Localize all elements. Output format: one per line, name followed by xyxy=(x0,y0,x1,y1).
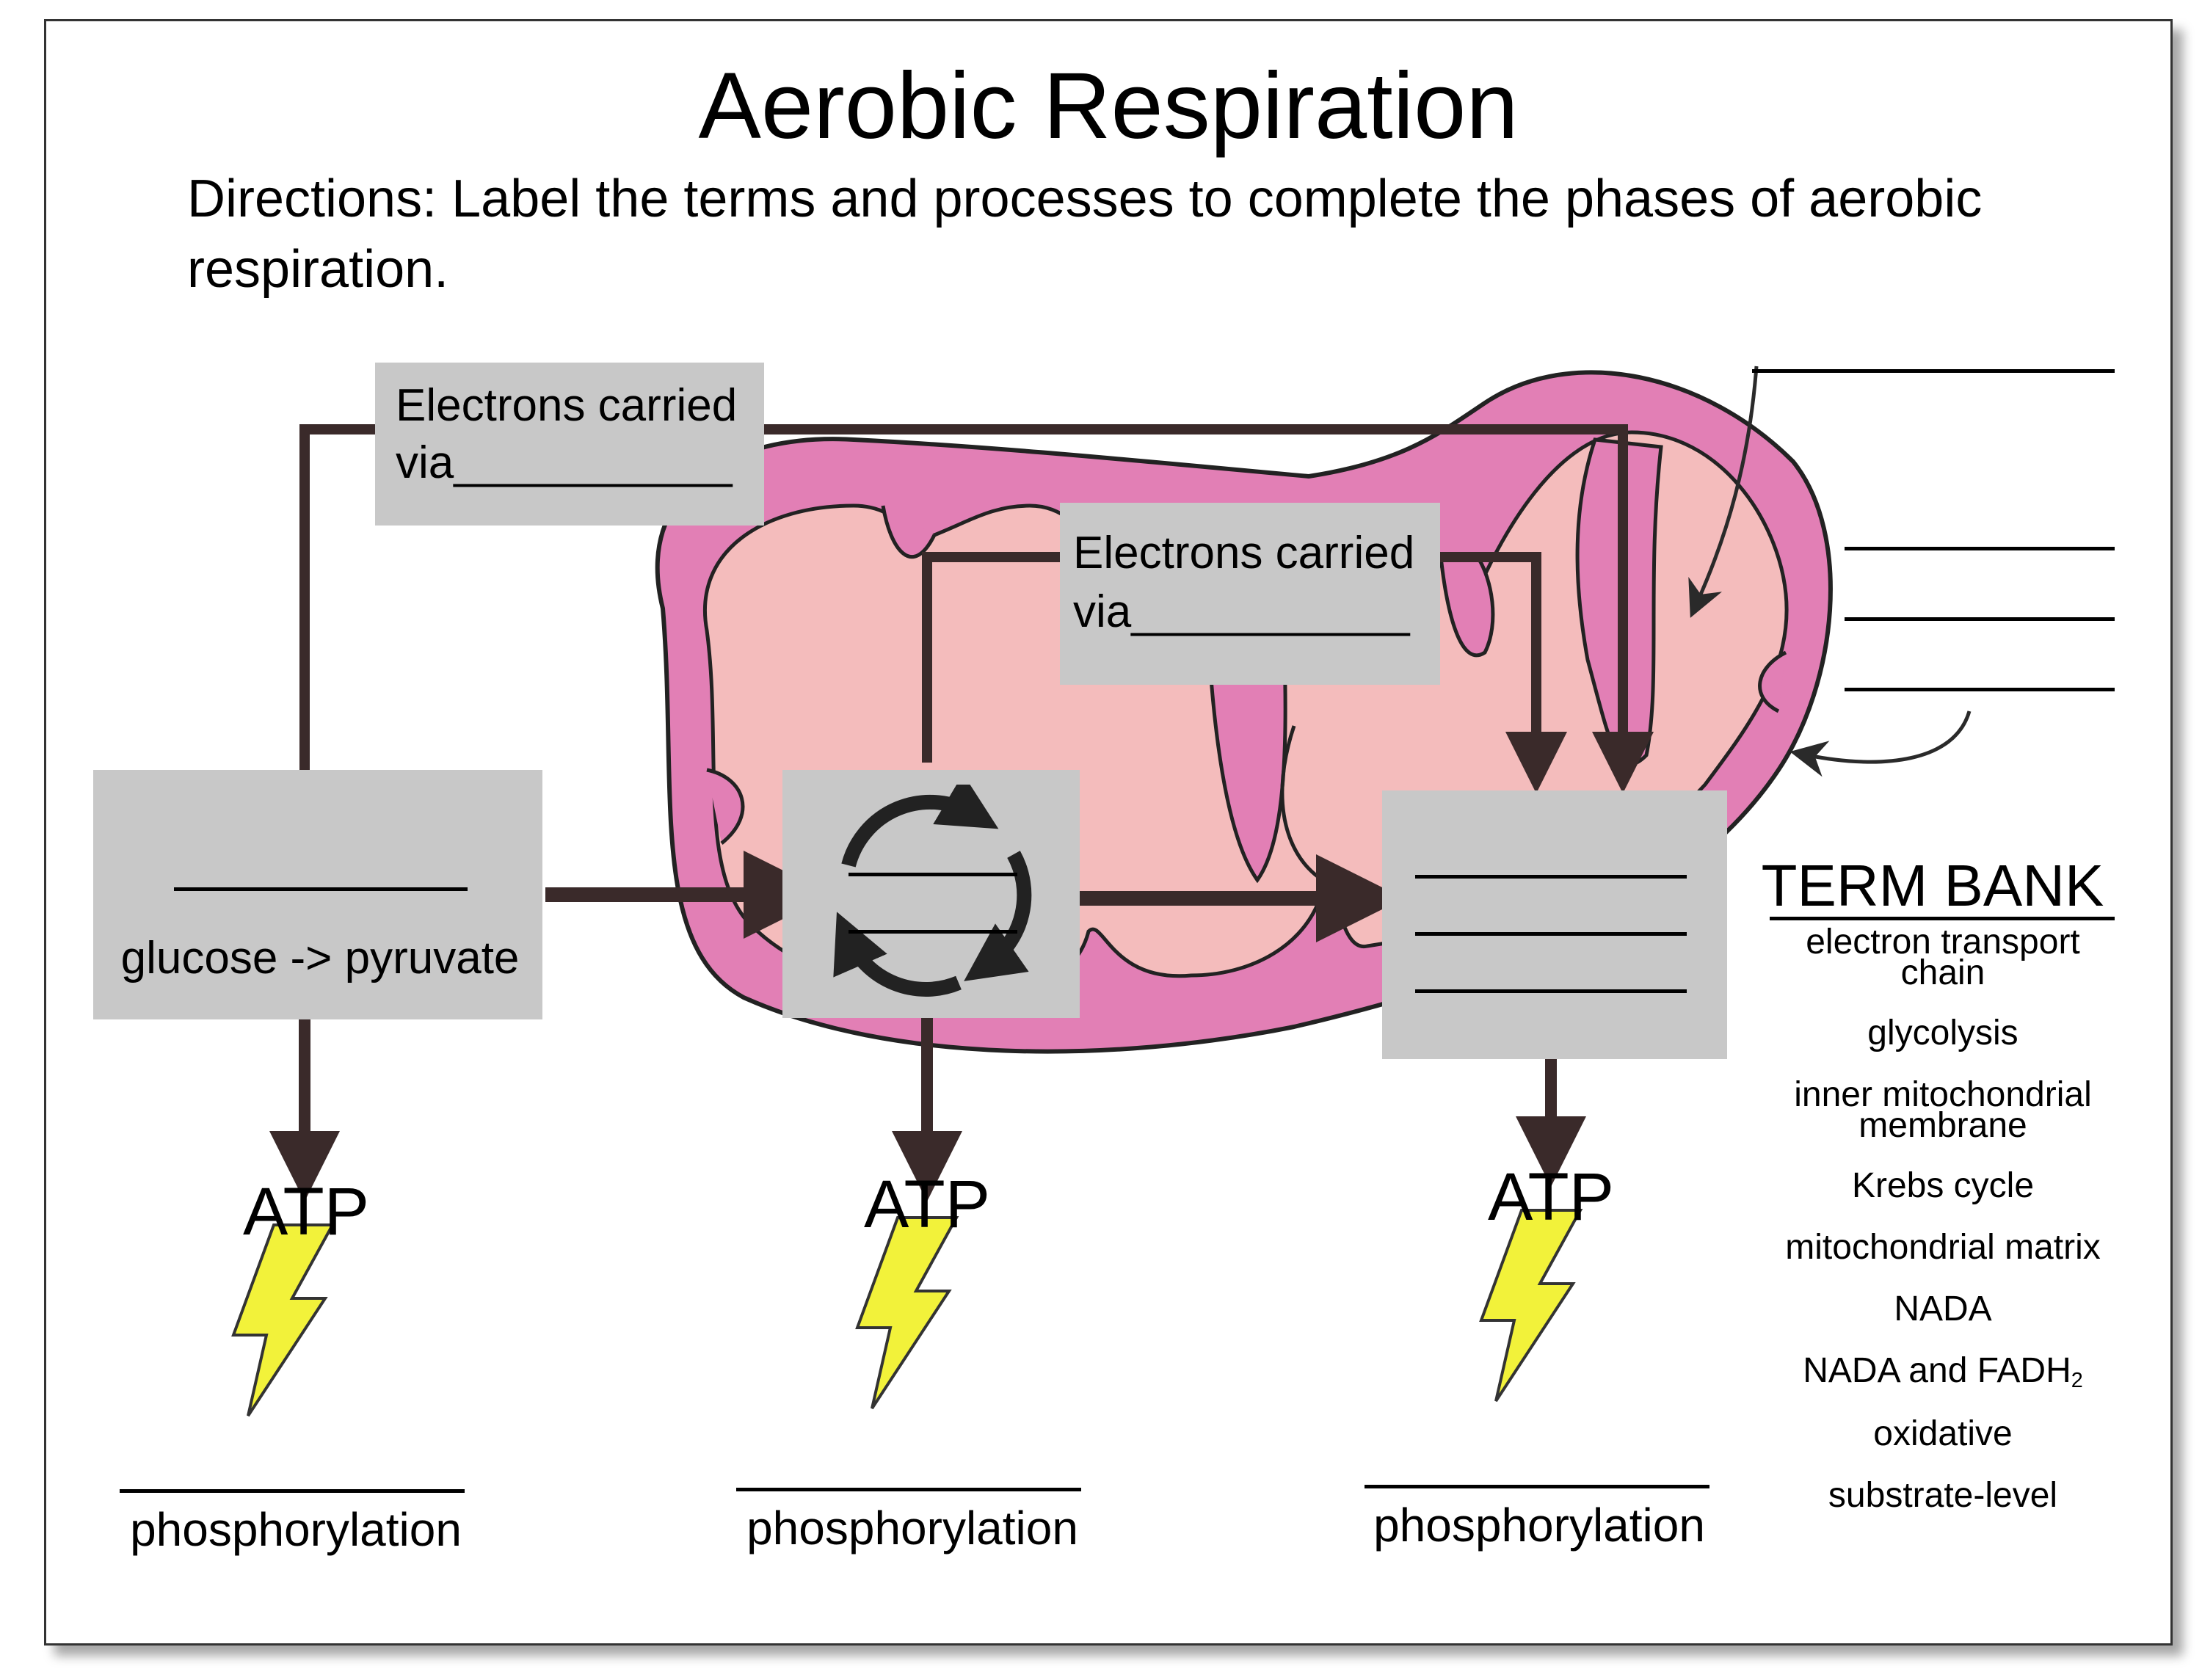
worksheet-page: Aerobic Respiration Directions: Label th… xyxy=(44,19,2173,1646)
pointer-arrow-lower xyxy=(1789,710,1972,777)
term-nada: NADA xyxy=(1894,1290,1992,1328)
electrons-mid-line2: via___________ xyxy=(1073,586,1410,637)
term-substrate-level: substrate-level xyxy=(1828,1476,2058,1515)
term-glycolysis: glycolysis xyxy=(1867,1014,2018,1052)
term-oxidative: oxidative xyxy=(1873,1414,2013,1453)
lightning-bolt-3 xyxy=(1479,1209,1583,1403)
pointer-arrow-upper xyxy=(1688,366,1759,618)
glycolysis-label: glucose -> pyruvate xyxy=(120,933,520,983)
fadh-subscript: 2 xyxy=(2071,1369,2083,1393)
glycolysis-box[interactable]: glucose -> pyruvate xyxy=(93,770,542,1019)
electrons-mid-line1: Electrons carried xyxy=(1073,528,1415,578)
crista-fold xyxy=(706,768,745,845)
crista-fold xyxy=(1758,650,1787,713)
electron-path-top xyxy=(299,424,1654,1093)
label-line-4[interactable] xyxy=(1845,688,2115,691)
term-mitochondrial-matrix: mitochondrial matrix xyxy=(1785,1228,2101,1267)
atp-label-3: ATP xyxy=(1487,1160,1615,1234)
electrons-carried-box-mid[interactable]: Electrons carried via___________ xyxy=(1060,503,1440,685)
phosphorylation-label-2: phosphorylation xyxy=(746,1502,1078,1554)
term-electron-transport-chain: electron transport chain xyxy=(1806,923,2080,992)
etc-answer-line-2[interactable] xyxy=(1415,932,1687,936)
page-title: Aerobic Respiration xyxy=(698,54,1519,159)
lightning-bolt-2 xyxy=(855,1216,959,1410)
electrons-carried-box-top[interactable]: Electrons carried via___________ xyxy=(375,363,764,526)
phosphorylation-label-3: phosphorylation xyxy=(1373,1499,1705,1552)
term-bank-title: TERM BANK xyxy=(1761,853,2104,918)
directions-text: Directions: Label the terms and processe… xyxy=(187,170,1983,299)
electron-transport-box[interactable] xyxy=(1382,790,1727,1059)
krebs-cycle-box[interactable] xyxy=(782,770,1080,1018)
etc-answer-line-1[interactable] xyxy=(1415,875,1687,879)
crista-fold xyxy=(881,505,937,559)
term-bank-underline xyxy=(1770,917,2115,920)
phosphorylation-answer-line-1[interactable] xyxy=(120,1489,465,1493)
atp-label-2: ATP xyxy=(863,1167,991,1242)
phosphorylation-label-1: phosphorylation xyxy=(130,1503,462,1556)
krebs-answer-line-1[interactable] xyxy=(849,873,1017,876)
crista-fold xyxy=(1439,555,1495,658)
electrons-top-line1: Electrons carried xyxy=(396,380,738,431)
etc-answer-line-3[interactable] xyxy=(1415,989,1687,993)
term-nada-and-fadh2: NADA and FADH2 xyxy=(1745,1353,2141,1396)
phosphorylation-answer-line-3[interactable] xyxy=(1365,1485,1709,1488)
term-nada-and-fadh-text: NADA and FADH xyxy=(1803,1351,2071,1390)
atp-label-1: ATP xyxy=(242,1174,370,1249)
krebs-answer-line-2[interactable] xyxy=(849,930,1017,934)
cycle-arrows-icon xyxy=(833,785,1032,997)
electrons-top-line2: via___________ xyxy=(396,437,733,488)
label-line-3[interactable] xyxy=(1845,617,2115,621)
term-krebs-cycle: Krebs cycle xyxy=(1851,1166,2035,1205)
label-line-upper[interactable] xyxy=(1752,369,2115,373)
phosphorylation-answer-line-2[interactable] xyxy=(736,1488,1081,1491)
glycolysis-answer-line[interactable] xyxy=(174,887,468,891)
label-line-2[interactable] xyxy=(1845,547,2115,550)
lightning-bolt-1 xyxy=(231,1223,335,1417)
term-inner-mitochondrial-membrane: inner mitochondrial membrane xyxy=(1794,1075,2092,1145)
